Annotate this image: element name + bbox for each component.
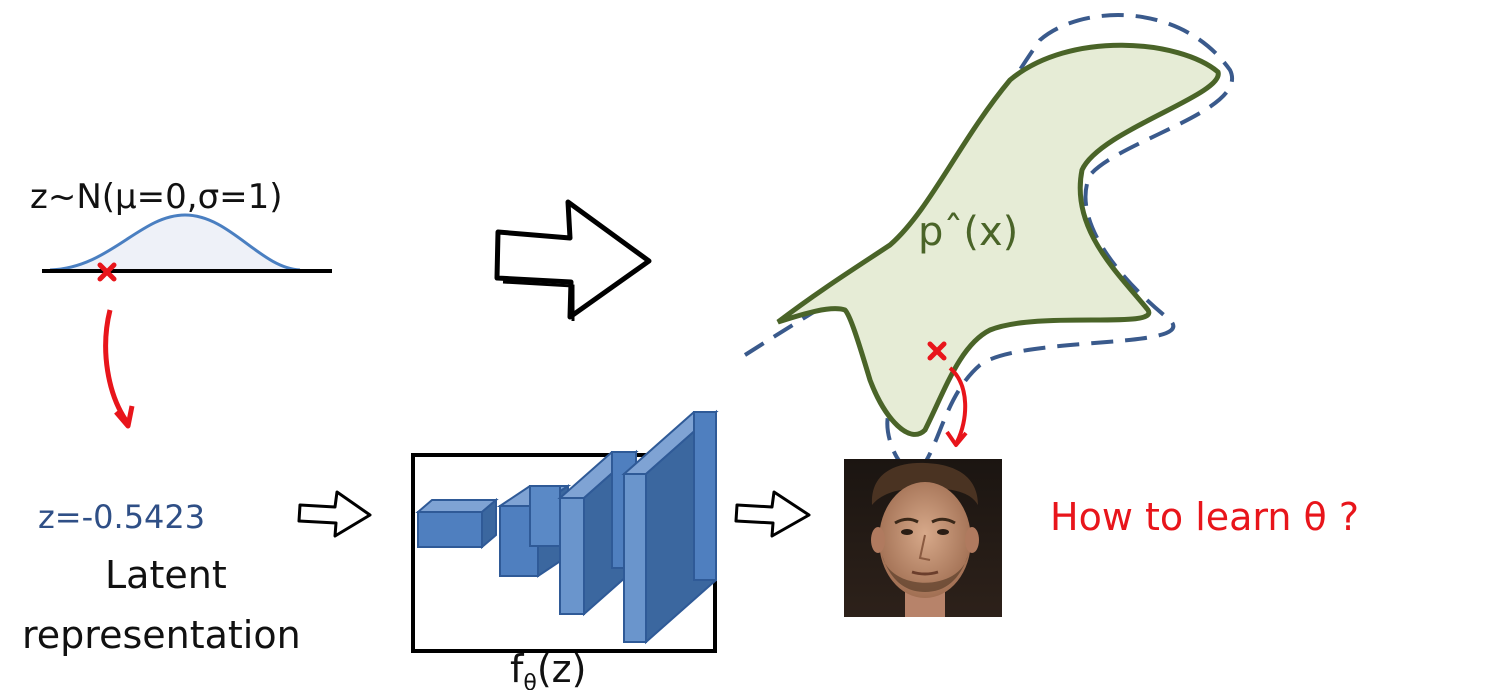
data-distribution-blob	[776, 42, 1221, 437]
blob-sample-marker	[927, 341, 947, 361]
question-text: How to learn θ ?	[1050, 495, 1359, 539]
gaussian-fill	[50, 215, 300, 270]
sample-arrowhead	[114, 405, 135, 429]
blob-sample-arrow	[948, 366, 968, 443]
latent-caption-line2: representation	[22, 613, 301, 657]
big-flow-arrow-shadow	[502, 280, 575, 321]
latent-caption-line1: Latent	[105, 553, 227, 597]
gaussian-curve	[49, 213, 301, 272]
small-arrow-2	[734, 490, 811, 538]
network-layer-4	[621, 409, 719, 645]
network-label-arg: (z)	[537, 647, 587, 690]
network-label-sub: θ	[523, 671, 536, 690]
sample-x-marker	[97, 262, 117, 282]
sample-arrow	[103, 309, 130, 424]
network-layer-2	[496, 484, 572, 578]
big-flow-arrow	[494, 199, 652, 320]
blob-sample-arrowhead	[945, 430, 968, 447]
network-layer-1	[415, 497, 499, 550]
latent-value: z=-0.5423	[38, 498, 205, 536]
distribution-label: pˆ(x)	[918, 209, 1018, 255]
face-photo-icon	[844, 459, 1002, 617]
network-label: fθ(z)	[510, 647, 586, 690]
prior-label: z~N(μ=0,σ=1)	[30, 177, 283, 217]
network-label-f: f	[510, 647, 525, 690]
small-arrow-1	[297, 490, 372, 538]
